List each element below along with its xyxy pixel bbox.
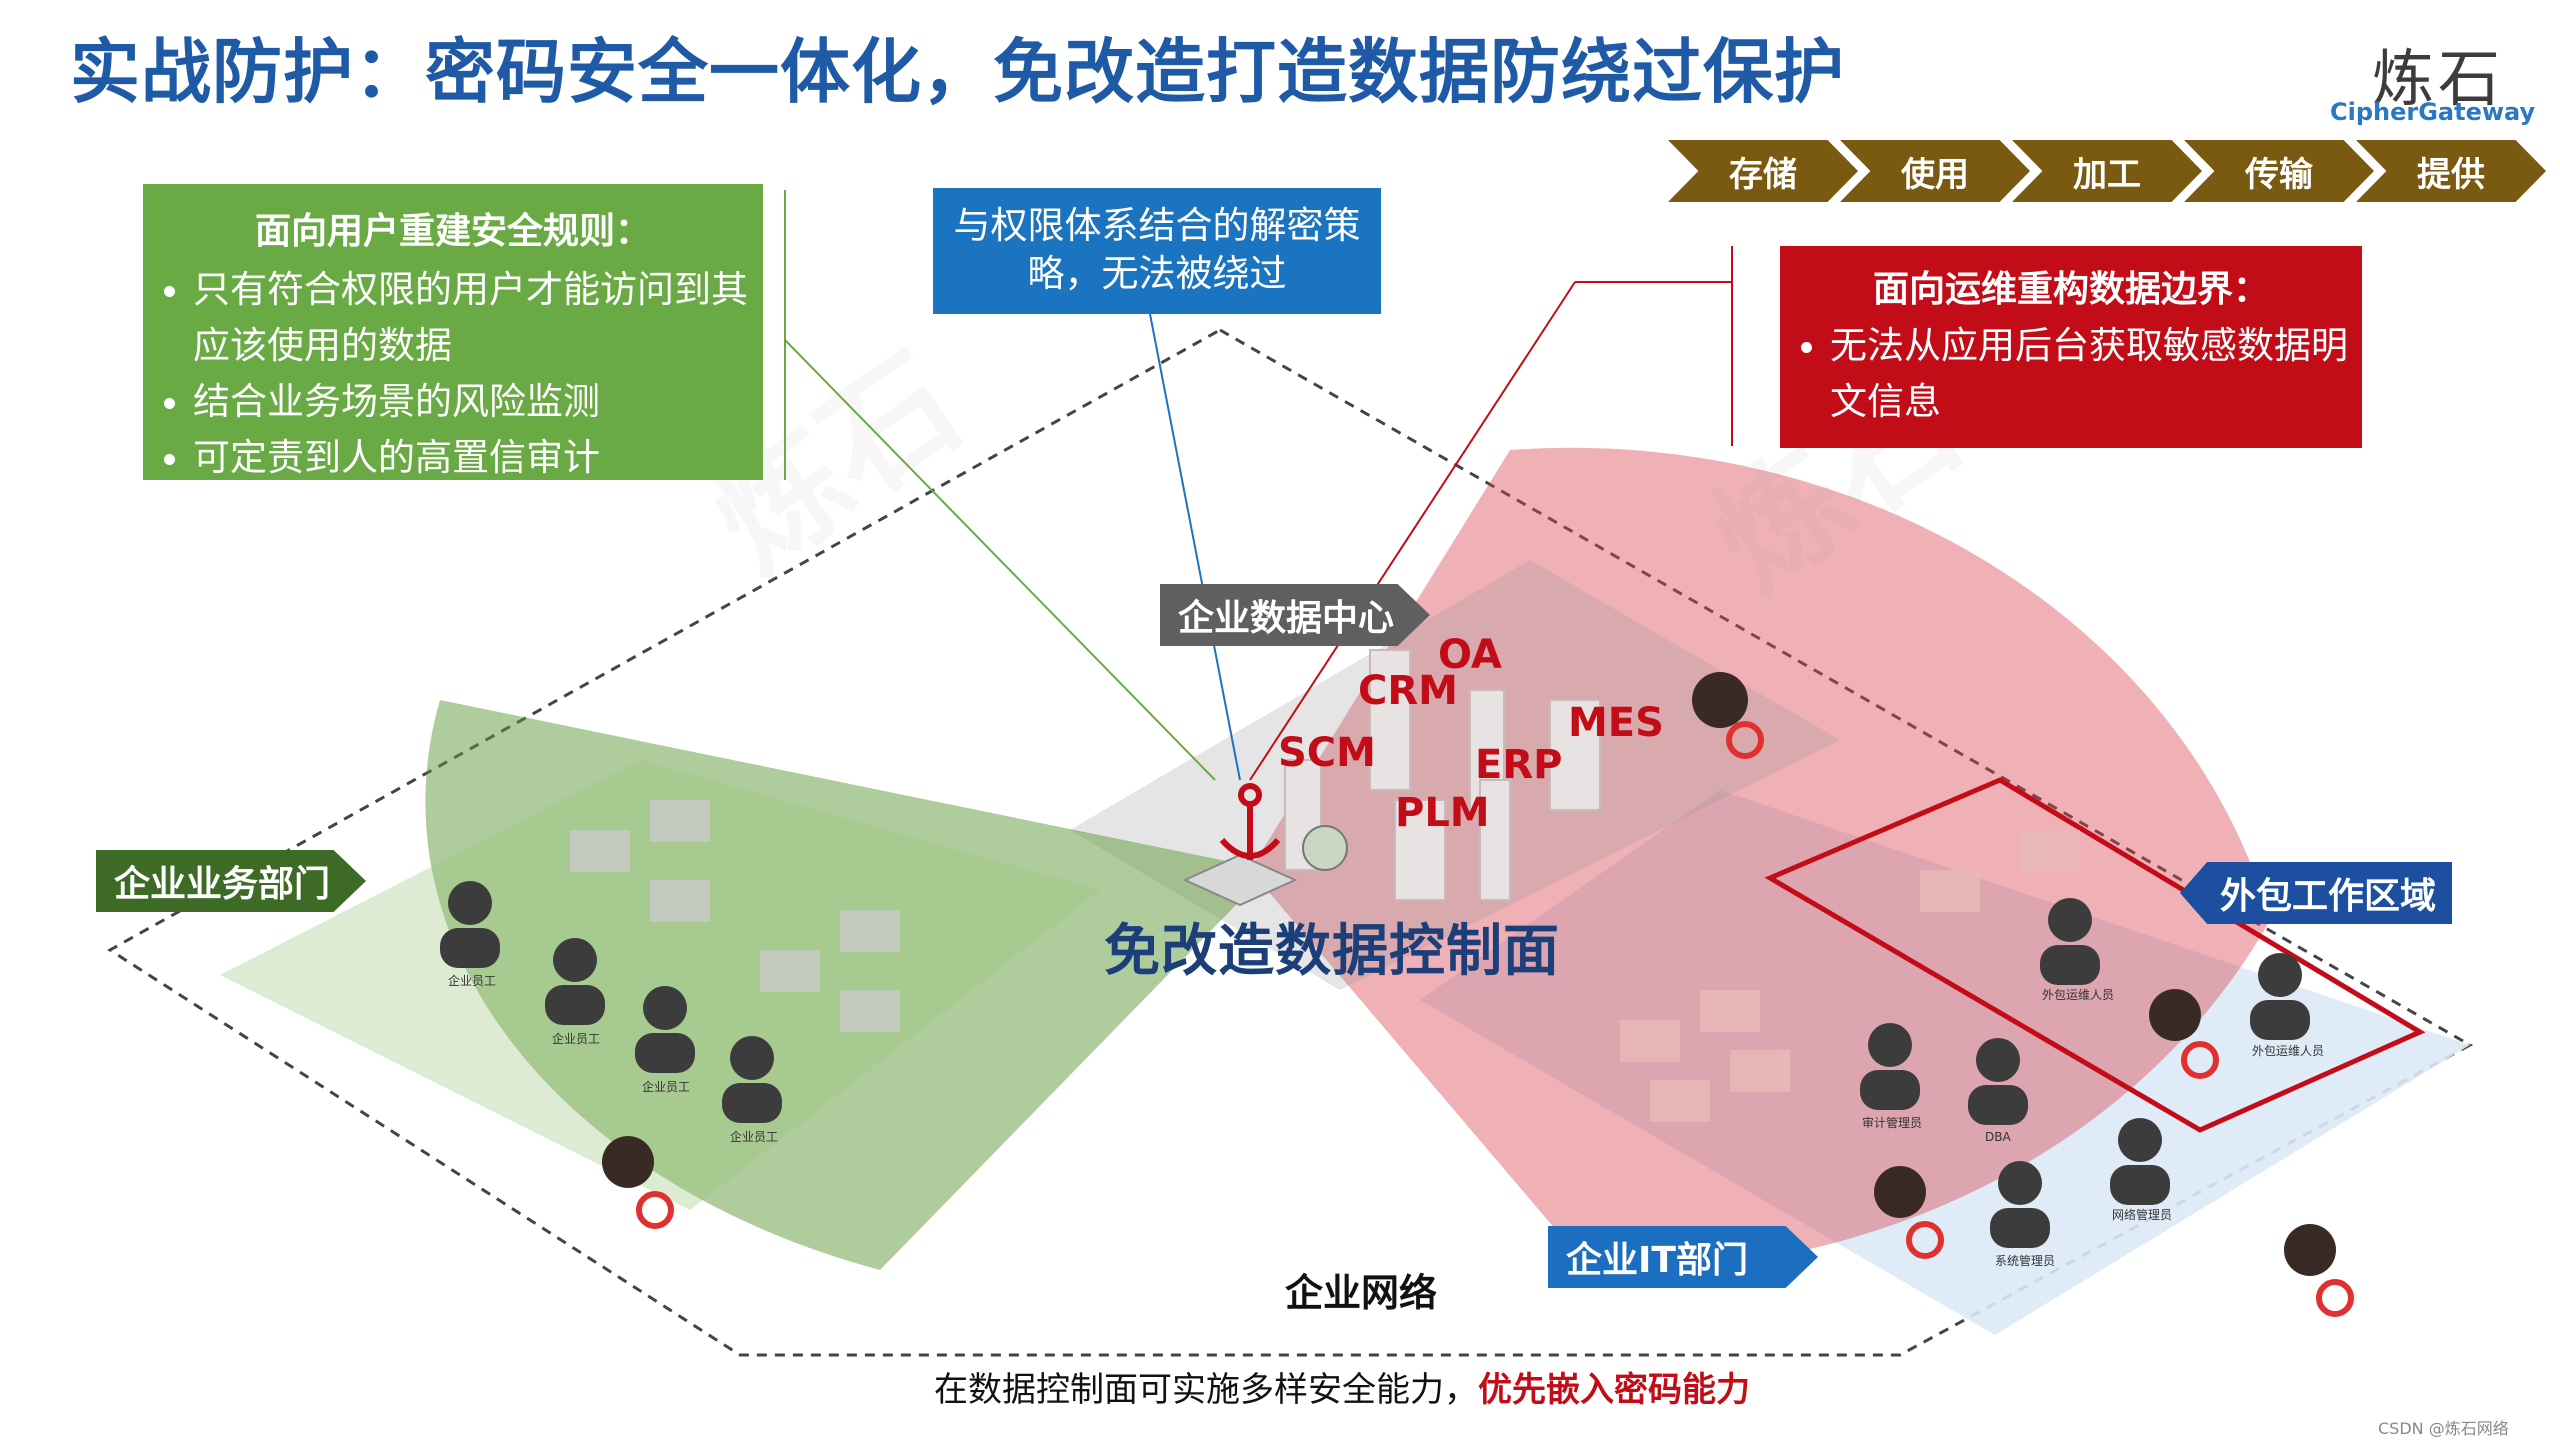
footer-credit: CSDN @炼石网络	[2378, 1415, 2509, 1439]
network-admin-label: 网络管理员	[2112, 1206, 2172, 1223]
control-plane-label: 免改造数据控制面	[1104, 906, 1560, 987]
audit-admin-label: 审计管理员	[1862, 1114, 1922, 1131]
bottom-note: 在数据控制面可实施多样安全能力，优先嵌入密码能力	[934, 1362, 1750, 1411]
ops-boundary-list: 无法从应用后台获取敏感数据明文信息	[1780, 318, 2362, 430]
app-label-crm: CRM	[1358, 668, 1458, 714]
ops-boundary-heading: 面向运维重构数据边界：	[1780, 260, 2362, 312]
outsource-area-tag: 外包工作区域	[2180, 862, 2452, 924]
decrypt-policy-box: 与权限体系结合的解密策略，无法被绕过	[933, 188, 1381, 314]
business-dept-tag: 企业业务部门	[96, 850, 366, 912]
dba-label: DBA	[1985, 1130, 2011, 1144]
app-label-plm: PLM	[1395, 790, 1490, 836]
user-rules-list: 只有符合权限的用户才能访问到其应该使用的数据 结合业务场景的风险监测 可定责到人…	[143, 262, 763, 486]
employee-label: 企业员工	[730, 1128, 778, 1145]
employee-label: 企业员工	[448, 972, 496, 989]
data-center-tag: 企业数据中心	[1160, 584, 1430, 646]
ops-boundary-box: 面向运维重构数据边界： 无法从应用后台获取敏感数据明文信息	[1780, 246, 2362, 448]
user-rules-item: 结合业务场景的风险监测	[193, 374, 763, 430]
it-dept-tag: 企业IT部门	[1548, 1226, 1818, 1288]
user-rules-heading: 面向用户重建安全规则：	[143, 202, 763, 254]
employee-label: 企业员工	[552, 1030, 600, 1047]
connector-blue	[1150, 314, 1240, 780]
outsource-ops-label: 外包运维人员	[2042, 986, 2114, 1003]
user-rules-box: 面向用户重建安全规则： 只有符合权限的用户才能访问到其应该使用的数据 结合业务场…	[143, 184, 763, 480]
bottom-note-normal: 在数据控制面可实施多样安全能力，	[934, 1370, 1478, 1410]
app-label-mes: MES	[1568, 700, 1664, 746]
page-title: 实战防护：密码安全一体化，免改造打造数据防绕过保护	[70, 16, 1845, 117]
employee-label: 企业员工	[642, 1078, 690, 1095]
enterprise-network-label: 企业网络	[1285, 1262, 1437, 1317]
user-rules-item: 只有符合权限的用户才能访问到其应该使用的数据	[193, 262, 763, 374]
system-admin-label: 系统管理员	[1995, 1252, 2055, 1269]
logo-en: CipherGateway	[2330, 98, 2535, 126]
app-label-erp: ERP	[1475, 742, 1562, 788]
outsource-ops-label: 外包运维人员	[2252, 1042, 2324, 1059]
app-label-scm: SCM	[1278, 730, 1376, 776]
ops-boundary-item: 无法从应用后台获取敏感数据明文信息	[1830, 318, 2362, 430]
bottom-note-highlight: 优先嵌入密码能力	[1478, 1370, 1750, 1410]
user-rules-item: 可定责到人的高置信审计	[193, 430, 763, 486]
